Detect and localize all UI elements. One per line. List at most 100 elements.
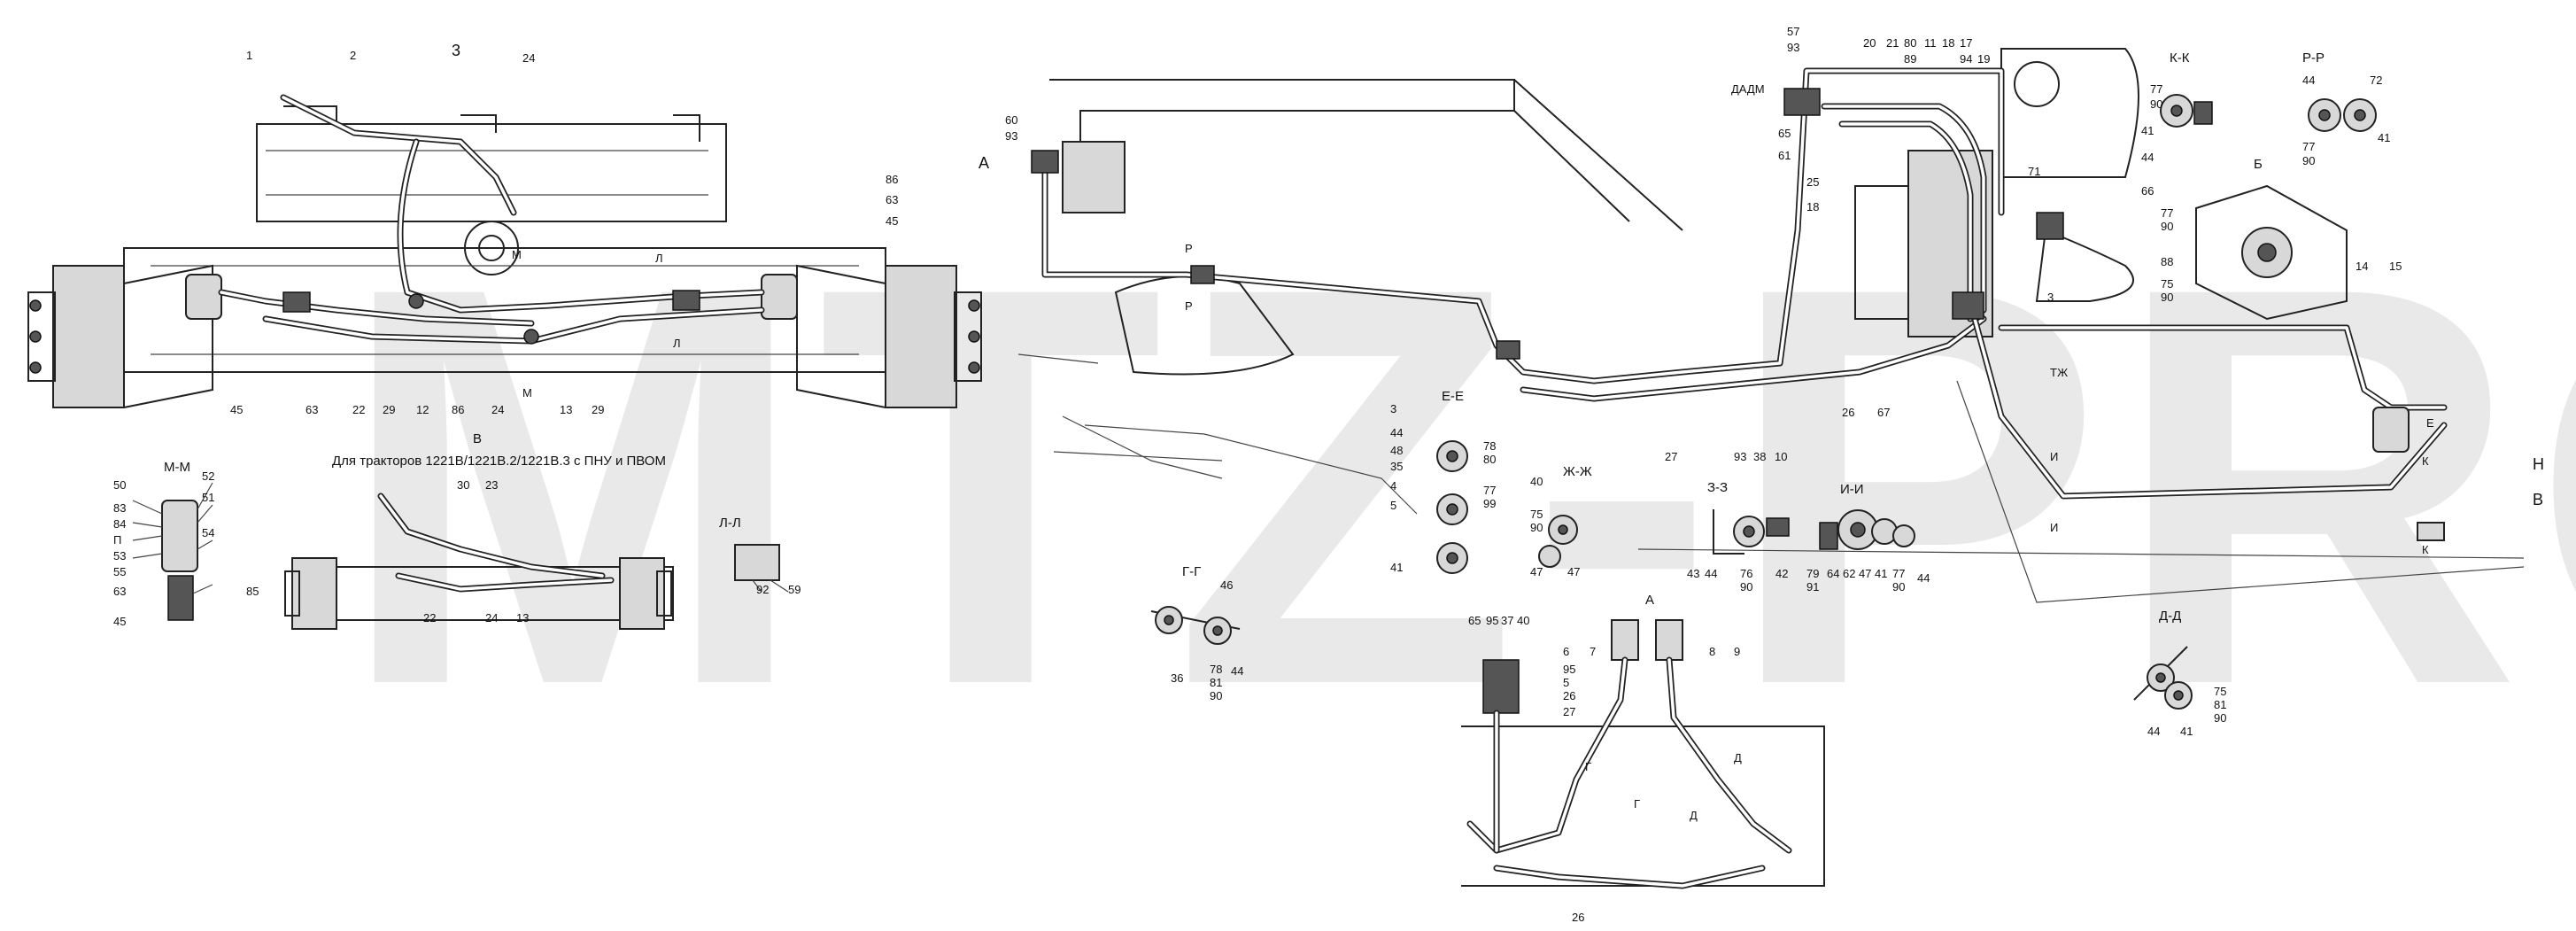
callouts-top-left: 1 2 24 86 63 45 45 63 22 29 12 86 24 13 … xyxy=(230,42,898,469)
callout: К xyxy=(2422,543,2429,556)
view-label-a: А xyxy=(979,154,989,172)
callout: 81 xyxy=(1210,676,1222,689)
callout: 35 xyxy=(1390,460,1403,473)
callout: 4 xyxy=(1390,479,1396,493)
callout: 41 xyxy=(1875,567,1887,580)
callout: 41 xyxy=(2180,725,2193,738)
callout: 8 xyxy=(1709,645,1715,658)
callout: 27 xyxy=(1563,705,1575,718)
callout: Л xyxy=(655,252,663,265)
callout: 45 xyxy=(886,214,898,228)
callout: 46 xyxy=(1220,578,1233,592)
section-ii: И-И 79 91 64 62 47 41 77 90 44 xyxy=(1806,482,1930,594)
callout: 65 xyxy=(1778,127,1791,140)
callout: К xyxy=(2422,454,2429,468)
callout: 90 xyxy=(2302,154,2315,167)
callout: 13 xyxy=(516,611,529,625)
callout: 75 xyxy=(2214,685,2226,698)
callout: 50 xyxy=(113,478,126,492)
callout: 59 xyxy=(788,583,801,596)
callout: 71 xyxy=(2028,165,2040,178)
callout: 7 xyxy=(1590,645,1596,658)
callout: П xyxy=(113,533,121,547)
callout: 19 xyxy=(1977,52,1990,66)
callout: 67 xyxy=(1877,406,1890,419)
callout: 62 xyxy=(1843,567,1855,580)
callout: 23 xyxy=(485,478,498,492)
callout: 2 xyxy=(350,49,356,62)
callout: 47 xyxy=(1530,565,1543,578)
callout: 38 xyxy=(1753,450,1766,463)
callout: 57 xyxy=(1787,25,1799,38)
callout: 90 xyxy=(2161,291,2173,304)
section-rr: Р-Р 44 72 77 90 41 xyxy=(2302,50,2390,167)
callout: 77 xyxy=(2302,140,2315,153)
callout: 92 xyxy=(756,583,769,596)
callout: 72 xyxy=(2370,74,2382,87)
callout: 22 xyxy=(352,403,365,416)
callout: 44 xyxy=(2302,74,2315,87)
callout: 44 xyxy=(1390,426,1403,439)
callout: 29 xyxy=(592,403,604,416)
callout: 47 xyxy=(1859,567,1871,580)
callout: 42 xyxy=(1775,567,1788,580)
callout: 47 xyxy=(1567,565,1580,578)
section-title: Е-Е xyxy=(1442,389,1464,404)
callout: 90 xyxy=(1740,580,1752,594)
callout: 54 xyxy=(202,526,214,539)
callout: 12 xyxy=(416,403,429,416)
callout: 5 xyxy=(1390,499,1396,512)
section-title: Г-Г xyxy=(1182,564,1201,579)
callout: 18 xyxy=(1806,200,1819,213)
callout: 9 xyxy=(1734,645,1740,658)
callout: Д xyxy=(1690,809,1698,822)
callout: 26 xyxy=(1572,911,1584,924)
callout: 85 xyxy=(246,585,259,598)
callout: 40 xyxy=(1517,614,1529,627)
callout: 26 xyxy=(1563,689,1575,702)
callout: Р xyxy=(1185,299,1193,313)
callout: 44 xyxy=(2147,725,2160,738)
callout: 55 xyxy=(113,565,126,578)
callout: 13 xyxy=(560,403,572,416)
callout: 94 xyxy=(1960,52,1972,66)
callout: 26 xyxy=(1842,406,1854,419)
callout: 90 xyxy=(1210,689,1222,702)
section-title: Д-Д xyxy=(2159,609,2181,624)
callout: 44 xyxy=(1231,664,1243,678)
callout: 24 xyxy=(485,611,498,625)
callout: 5 xyxy=(1563,676,1569,689)
callout: 36 xyxy=(1171,671,1183,685)
callout: 37 xyxy=(1501,614,1513,627)
watermark: MTZ-PRO xyxy=(337,169,2576,803)
section-ee: Е-Е 3 44 48 35 4 5 41 78 80 77 99 xyxy=(1390,389,1496,574)
callout: 41 xyxy=(1390,561,1403,574)
callout: 90 xyxy=(1530,521,1543,534)
callout: 86 xyxy=(886,173,898,186)
callout: Н xyxy=(2533,455,2544,473)
callout: 91 xyxy=(1806,580,1819,594)
main-tractor-drawing xyxy=(1017,48,2525,603)
callout: 63 xyxy=(886,193,898,206)
callout: 95 xyxy=(1563,663,1575,676)
callout: 75 xyxy=(2161,277,2173,291)
view-label-v: В xyxy=(473,431,482,446)
callout: 6 xyxy=(1563,645,1569,658)
callout: 77 xyxy=(2150,82,2162,96)
section-title: К-К xyxy=(2170,50,2190,66)
callout: 18 xyxy=(1942,36,1954,50)
callout: 77 xyxy=(2161,206,2173,220)
section-mm: М-М 50 83 84 П 53 55 63 45 52 51 54 85 xyxy=(113,460,259,628)
callout: Е xyxy=(2426,416,2434,430)
callout: 1 xyxy=(246,49,252,62)
callout: 22 xyxy=(423,611,436,625)
section-zz: З-З 43 44 76 90 42 xyxy=(1687,480,1790,594)
callout: 60 xyxy=(1005,113,1017,127)
callout: 81 xyxy=(2214,698,2226,711)
callout: 52 xyxy=(202,469,214,483)
callout: 27 xyxy=(1665,450,1677,463)
callout: 45 xyxy=(113,615,126,628)
section-gg: Г-Г 46 36 78 81 90 44 xyxy=(1150,564,1243,702)
callout: 90 xyxy=(2214,711,2226,725)
